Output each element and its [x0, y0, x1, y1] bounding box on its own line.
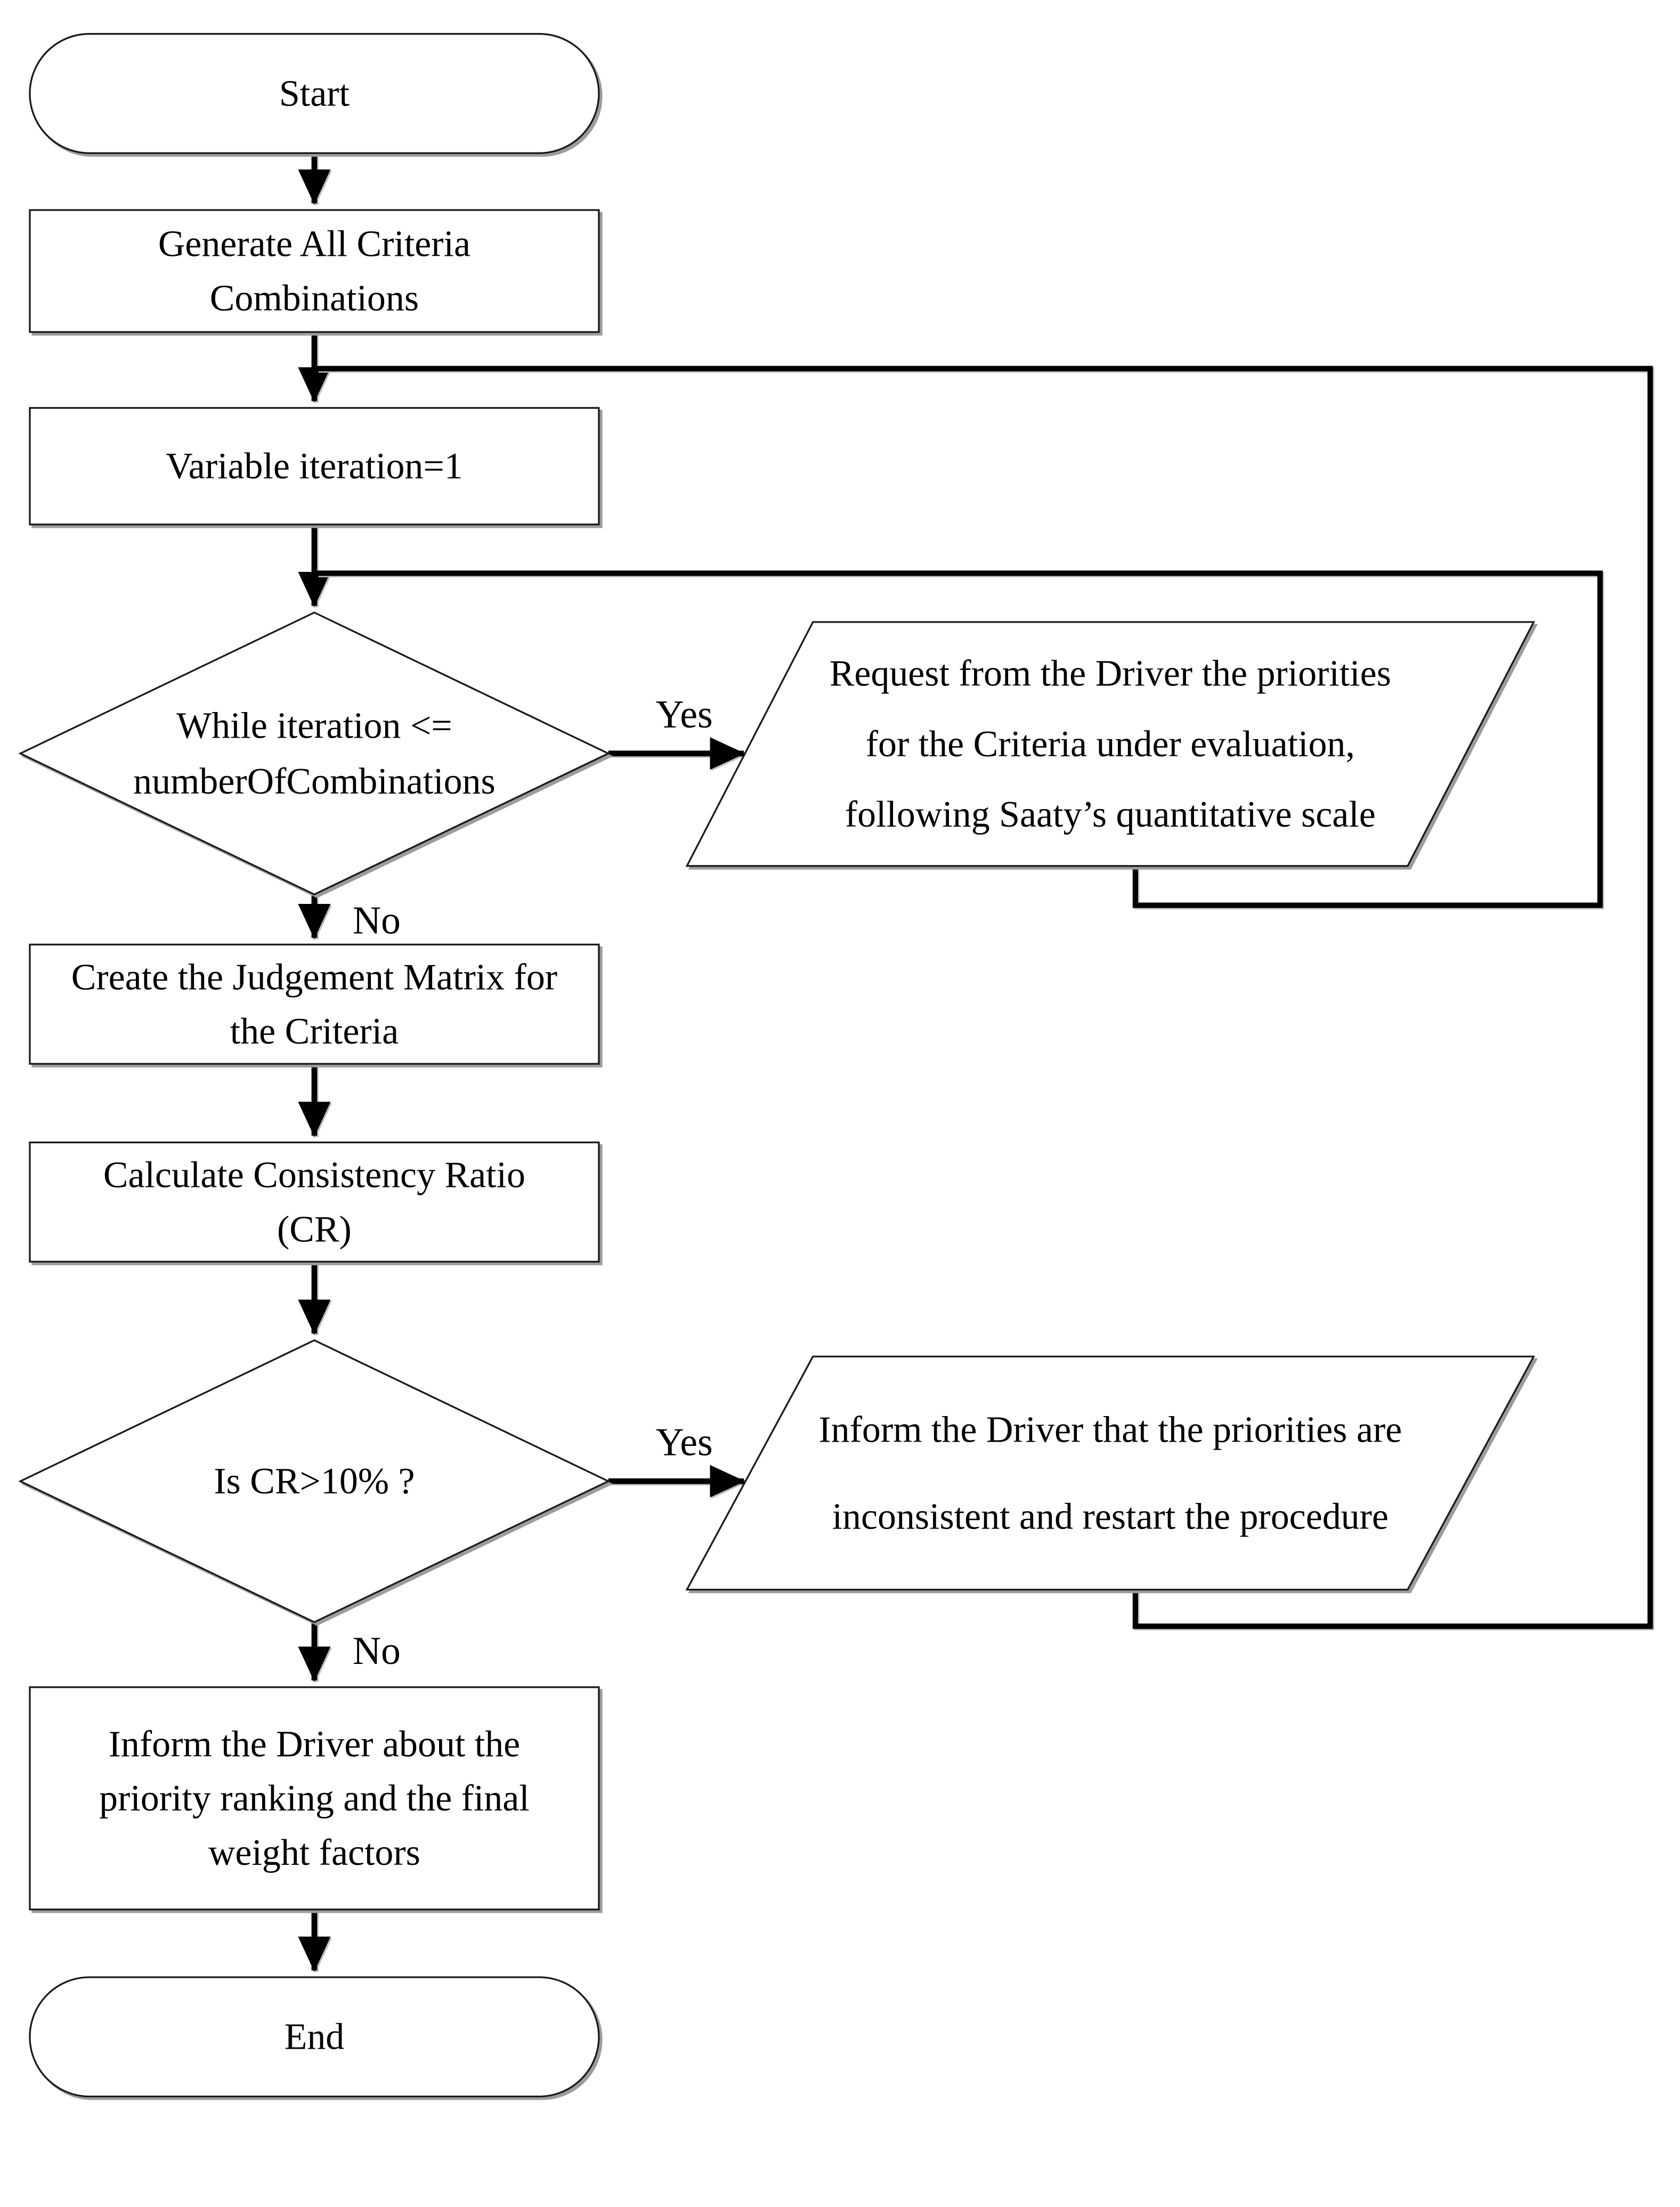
flow-edge-request-loop-back	[317, 570, 1603, 908]
flow-node-label-line: the Criteria	[230, 1011, 399, 1052]
flow-node-label-line: Calculate Consistency Ratio	[103, 1154, 525, 1195]
flow-node-inform-inconsistent	[685, 1355, 1536, 1591]
flow-node-create-judgement-matrix	[29, 943, 600, 1065]
flow-node-calculate-cr	[29, 1141, 600, 1263]
flow-node-label-line: Inform the Driver about the	[109, 1724, 521, 1765]
edge-label-yes-iscr-yes-to-inconsistent: Yes	[655, 1420, 712, 1464]
flow-node-label-line: inconsistent and restart the procedure	[832, 1496, 1389, 1537]
flow-node-label-line: priority ranking and the final	[99, 1778, 530, 1819]
flow-node-label-line: Generate All Criteria	[158, 223, 470, 264]
flow-edge-inconsistent-loop-back	[317, 366, 1653, 1629]
flow-node-label-line: Request from the Driver the priorities	[830, 653, 1391, 694]
flow-node-variable-iteration	[29, 407, 600, 526]
flow-node-inform-ranking	[29, 1686, 600, 1911]
flow-node-label-line: While iteration <=	[176, 705, 452, 746]
flow-node-start	[29, 33, 600, 154]
flow-node-label-line: Start	[279, 73, 350, 114]
flow-node-label-line: Is CR>10% ?	[214, 1461, 415, 1502]
flow-node-label-line: following Saaty’s quantitative scale	[845, 794, 1376, 835]
edge-label-no-while-no-to-create: No	[353, 899, 401, 942]
flow-node-label-line: Inform the Driver that the priorities ar…	[818, 1409, 1402, 1450]
flow-node-label-line: Variable iteration=1	[166, 446, 463, 487]
flow-node-generate-combinations	[29, 209, 600, 333]
flow-node-label-variable-iteration: Variable iteration=1	[166, 446, 463, 487]
edge-label-yes-while-yes-to-request: Yes	[655, 692, 712, 736]
flow-node-label-inform-inconsistent: Inform the Driver that the priorities ar…	[818, 1409, 1402, 1537]
flow-node-label-calculate-cr: Calculate Consistency Ratio (CR)	[103, 1154, 525, 1250]
flow-node-label-end: End	[285, 2016, 345, 2057]
flow-node-label-is-cr-over-10: Is CR>10% ?	[214, 1461, 415, 1502]
flow-node-end	[29, 1976, 600, 2098]
flow-node-label-line: weight factors	[208, 1832, 420, 1873]
flow-node-label-while-iteration: While iteration <= numberOfCombinations	[133, 705, 496, 802]
flow-node-label-line: (CR)	[277, 1209, 352, 1250]
flow-node-label-line: for the Criteria under evaluation,	[866, 723, 1355, 764]
flow-node-label-create-judgement-matrix: Create the Judgement Matrix for the Crite…	[71, 957, 557, 1052]
edge-label-no-iscr-no-to-inform: No	[353, 1629, 401, 1672]
flow-node-label-line: End	[285, 2016, 345, 2057]
flow-node-is-cr-over-10	[18, 1339, 611, 1623]
flow-node-label-line: Combinations	[210, 278, 419, 319]
flow-node-label-line: numberOfCombinations	[133, 761, 496, 802]
flow-node-label-inform-ranking: Inform the Driver about the priority rank…	[99, 1724, 530, 1873]
flow-node-while-iteration	[18, 611, 611, 896]
flow-node-label-start: Start	[279, 73, 350, 114]
flow-node-request-priorities	[685, 621, 1536, 867]
flow-node-label-line: Create the Judgement Matrix for	[71, 957, 557, 998]
flow-node-label-request-priorities: Request from the Driver the priorities fo…	[830, 653, 1391, 835]
